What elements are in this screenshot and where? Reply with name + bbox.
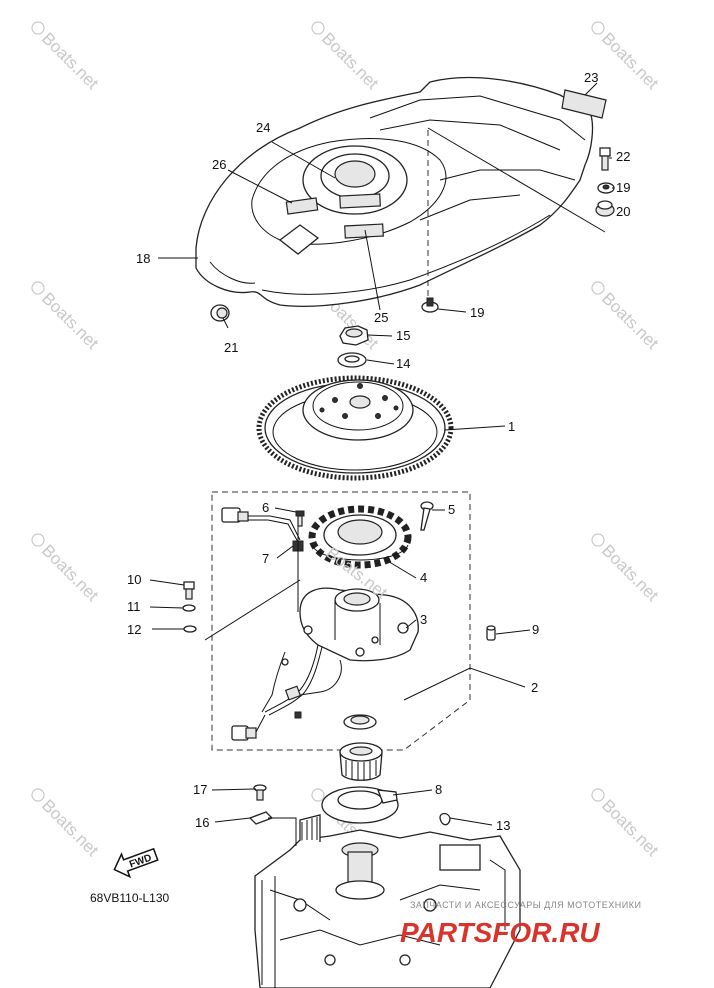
- callout-2: 2: [531, 680, 538, 695]
- flywheel-part-1: [256, 375, 454, 481]
- flywheel-cover-part-18: [195, 76, 607, 322]
- callout-20: 20: [616, 204, 630, 219]
- washer-part-12: [183, 625, 197, 633]
- callout-5: 5: [448, 502, 455, 517]
- watermark-text: Boats.net: [38, 289, 102, 353]
- watermark: Boats.net: [31, 788, 102, 860]
- watermark: Boats.net: [31, 21, 102, 93]
- collar-part-19-upper: [597, 182, 615, 194]
- callout-1: 1: [508, 419, 515, 434]
- decal-part-23: [561, 89, 607, 119]
- pulser-ring-part-8: [321, 786, 399, 824]
- partsfor-branding: ЗАПЧАСТИ И АКСЕССУАРЫ ДЛЯ МОТОТЕХНИКИ PA…: [400, 900, 641, 948]
- forward-arrow-icon: FWD: [113, 847, 159, 879]
- stator-assembly-box: [211, 491, 471, 751]
- leader-lines: [149, 82, 614, 846]
- callout-19-upper: 19: [616, 180, 630, 195]
- callout-16: 16: [195, 815, 209, 830]
- fwd-label: FWD: [128, 853, 153, 871]
- callout-4: 4: [420, 570, 427, 585]
- watermark-text: Boats.net: [38, 796, 102, 860]
- callout-12: 12: [127, 622, 141, 637]
- callout-13: 13: [496, 818, 510, 833]
- gear-part: [339, 714, 383, 781]
- grommet-part-20: [595, 200, 615, 217]
- callout-11: 11: [127, 599, 141, 614]
- callout-19-lower: 19: [470, 305, 484, 320]
- callout-6: 6: [262, 500, 269, 515]
- diagram-code: 68VB110-L130: [90, 891, 170, 905]
- callout-7: 7: [262, 551, 269, 566]
- callout-26: 26: [212, 157, 226, 172]
- watermark: Boats.net: [311, 21, 382, 93]
- washer-part-14: [337, 352, 367, 368]
- callout-24: 24: [256, 120, 270, 135]
- callout-10: 10: [127, 572, 141, 587]
- callout-9: 9: [532, 622, 539, 637]
- connector-wire-top: [221, 507, 301, 543]
- stator-part-4: [308, 505, 412, 569]
- callout-25: 25: [374, 310, 388, 325]
- callout-23: 23: [584, 70, 598, 85]
- pin-part-9: [486, 625, 496, 641]
- wire-harness: [231, 644, 342, 741]
- callout-18: 18: [136, 251, 150, 266]
- callout-22: 22: [616, 149, 630, 164]
- watermark: Boats.net: [591, 788, 662, 860]
- screw-part-6: [295, 510, 305, 527]
- bolt-part-10: [183, 581, 195, 600]
- watermark-text: Boats.net: [598, 796, 662, 860]
- nut-part-15: [339, 325, 369, 346]
- brand-logo-text: PARTSFOR.RU: [400, 917, 600, 948]
- watermark: Boats.net: [591, 281, 662, 353]
- bolt-part-22: [599, 147, 611, 171]
- stator-base-part-3: [299, 587, 419, 662]
- engine-block: [254, 814, 521, 988]
- screw-part-5: [420, 501, 434, 531]
- brand-tagline: ЗАПЧАСТИ И АКСЕССУАРЫ ДЛЯ МОТОТЕХНИКИ: [410, 900, 641, 910]
- washer-part-11: [182, 604, 196, 612]
- callout-labels: 1 2 3 4 5 6 7 8 9 10 11 12 13 14 15 16 1…: [127, 70, 630, 833]
- watermark-text: Boats.net: [598, 541, 662, 605]
- grommet-part-19-lower: [421, 297, 439, 313]
- screw-part-17: [253, 784, 267, 801]
- callout-17: 17: [193, 782, 207, 797]
- watermark-text: Boats.net: [38, 29, 102, 93]
- callout-21: 21: [224, 340, 238, 355]
- watermark: Boats.net: [31, 533, 102, 605]
- callout-3: 3: [420, 612, 427, 627]
- grommet-part-21: [210, 304, 230, 322]
- watermark-text: Boats.net: [598, 289, 662, 353]
- callout-14: 14: [396, 356, 410, 371]
- watermark: Boats.net: [591, 533, 662, 605]
- key-part-13: [439, 812, 451, 826]
- watermark: Boats.net: [31, 281, 102, 353]
- watermark-text: Boats.net: [598, 29, 662, 93]
- callout-8: 8: [435, 782, 442, 797]
- watermark-text: Boats.net: [38, 541, 102, 605]
- watermark-text: Boats.net: [318, 29, 382, 93]
- callout-15: 15: [396, 328, 410, 343]
- leader-line: [427, 127, 606, 233]
